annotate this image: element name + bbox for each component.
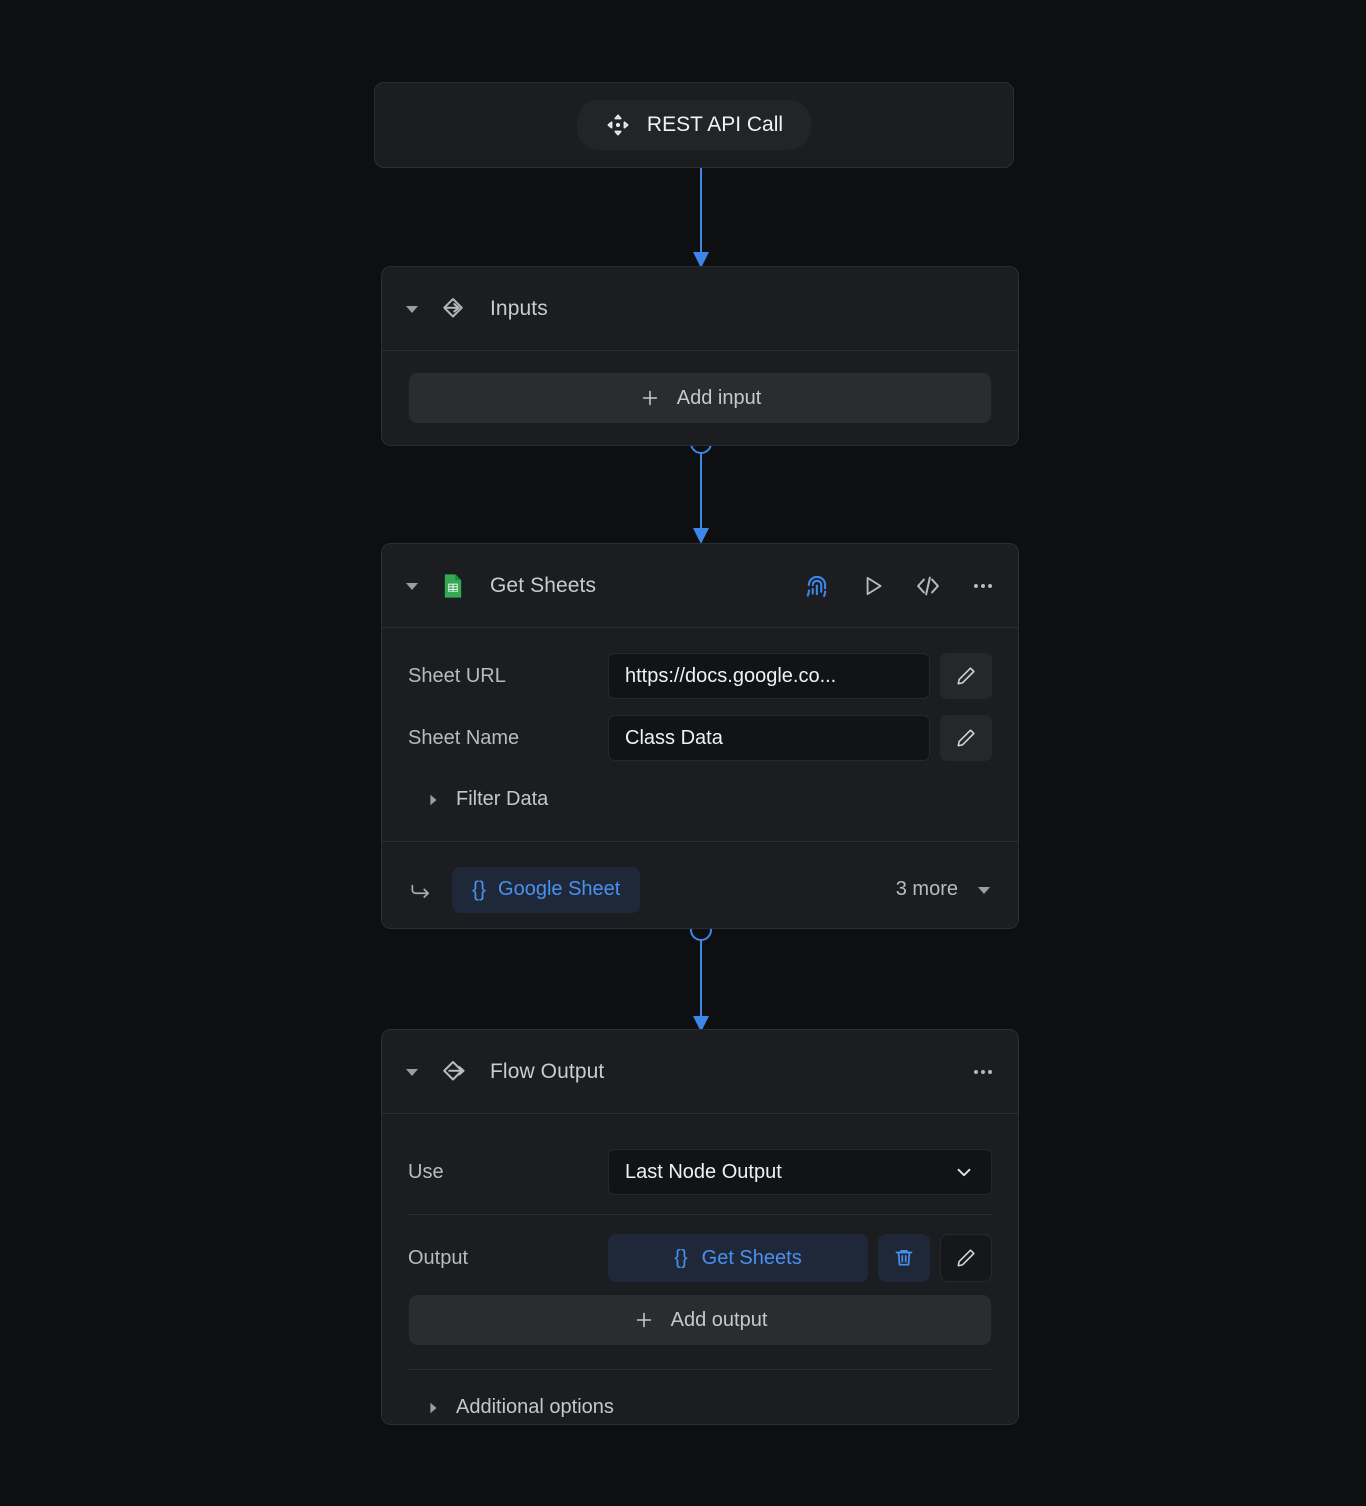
get-sheets-header: Get Sheets	[382, 544, 1018, 628]
divider	[408, 1369, 992, 1370]
node-rest-api-call[interactable]: REST API Call	[374, 82, 1014, 168]
sheet-name-input[interactable]: Class Data	[608, 715, 930, 761]
node-get-sheets[interactable]: Get Sheets	[381, 543, 1019, 929]
sheet-name-label: Sheet Name	[408, 726, 520, 749]
more-options-icon[interactable]	[970, 1059, 996, 1085]
additional-options-label: Additional options	[456, 1396, 614, 1418]
show-more-outputs-button[interactable]: 3 more	[896, 878, 992, 901]
inputs-title: Inputs	[490, 296, 548, 320]
output-chip-label: Google Sheet	[498, 878, 621, 900]
sign-out-arrow-icon	[430, 1057, 476, 1087]
add-input-button[interactable]: Add input	[409, 373, 991, 423]
code-brackets-icon[interactable]	[914, 572, 942, 600]
output-chip-get-sheets[interactable]: {} Get Sheets	[608, 1234, 868, 1282]
edit-sheet-url-button[interactable]	[940, 653, 992, 699]
braces-icon: {}	[674, 1246, 688, 1269]
chevron-down-icon	[953, 1161, 975, 1183]
chevron-down-icon	[976, 882, 992, 898]
plus-icon	[639, 387, 661, 409]
chevron-down-icon[interactable]	[404, 1064, 430, 1080]
flow-output-title: Flow Output	[490, 1059, 605, 1083]
edit-output-button[interactable]	[940, 1234, 992, 1282]
additional-options-disclosure[interactable]: Additional options	[408, 1376, 992, 1423]
use-label: Use	[408, 1160, 444, 1183]
divider	[408, 1214, 992, 1215]
connector-rest-to-inputs	[693, 166, 709, 268]
google-sheets-icon	[430, 572, 476, 600]
run-play-icon[interactable]	[860, 573, 886, 599]
output-chip-label: Get Sheets	[701, 1246, 802, 1269]
flow-output-actions	[970, 1059, 996, 1085]
inputs-body: Add input	[382, 351, 1018, 449]
add-output-label: Add output	[670, 1308, 768, 1331]
filter-data-disclosure[interactable]: Filter Data	[408, 774, 992, 815]
sheet-url-label: Sheet URL	[408, 664, 506, 687]
inputs-header: Inputs	[382, 267, 1018, 351]
field-sheet-name: Sheet Name Class Data	[408, 712, 992, 764]
chevron-right-icon	[426, 793, 440, 807]
chevron-down-icon[interactable]	[404, 301, 430, 317]
get-sheets-actions	[802, 571, 996, 601]
use-select[interactable]: Last Node Output	[608, 1149, 992, 1195]
fingerprint-icon[interactable]	[802, 571, 832, 601]
plus-icon	[633, 1309, 655, 1331]
sheet-url-input[interactable]: https://docs.google.co...	[608, 653, 930, 699]
output-label: Output	[408, 1246, 469, 1269]
get-sheets-body: Sheet URL https://docs.google.co... Shee…	[382, 628, 1018, 841]
connector-inputs-to-sheets	[693, 452, 709, 544]
add-output-button[interactable]: Add output	[409, 1295, 991, 1345]
delete-output-button[interactable]	[878, 1234, 930, 1282]
node-flow-output[interactable]: Flow Output Use Last Node Output	[381, 1029, 1019, 1425]
rest-api-call-label: REST API Call	[646, 113, 784, 136]
move-crosshair-icon	[605, 112, 631, 138]
more-options-icon[interactable]	[970, 573, 996, 599]
output-chip-google-sheet[interactable]: {} Google Sheet	[452, 866, 641, 913]
add-input-label: Add input	[676, 386, 762, 409]
use-select-value: Last Node Output	[625, 1160, 782, 1183]
edit-sheet-name-button[interactable]	[940, 715, 992, 761]
use-row: Use Last Node Output	[408, 1136, 992, 1208]
sign-in-arrow-icon	[430, 294, 476, 324]
output-arrow-icon	[408, 877, 434, 903]
get-sheets-output-strip: {} Google Sheet 3 more	[382, 841, 1018, 937]
filter-data-label: Filter Data	[456, 788, 549, 810]
rest-api-call-button[interactable]: REST API Call	[576, 100, 812, 150]
field-sheet-url: Sheet URL https://docs.google.co...	[408, 650, 992, 702]
connector-sheets-to-flow	[693, 940, 709, 1032]
chevron-right-icon	[426, 1401, 440, 1415]
more-label: 3 more	[895, 878, 958, 900]
flow-output-body: Use Last Node Output Output {} Get Sheet…	[382, 1114, 1018, 1449]
node-inputs[interactable]: Inputs Add input	[381, 266, 1019, 446]
flow-output-header: Flow Output	[382, 1030, 1018, 1114]
braces-icon: {}	[472, 877, 487, 901]
get-sheets-title: Get Sheets	[490, 573, 597, 597]
output-row: Output {} Get Sheets	[408, 1221, 992, 1295]
chevron-down-icon[interactable]	[404, 578, 430, 594]
